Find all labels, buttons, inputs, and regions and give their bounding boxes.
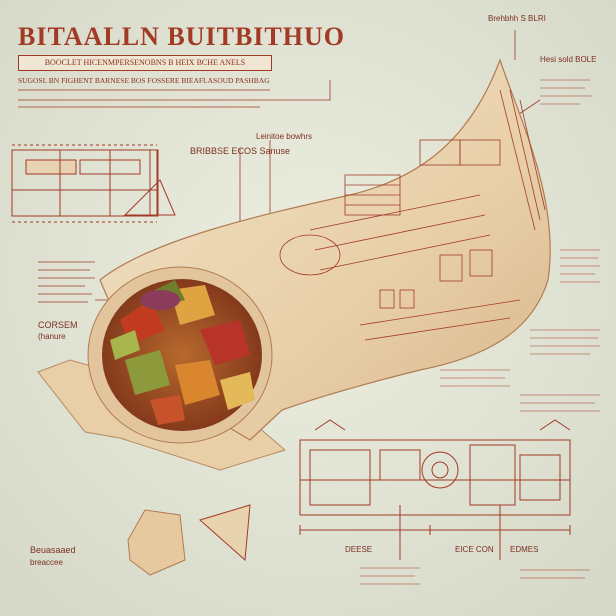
burrito-piece — [127, 509, 186, 576]
wrap-blueprint-marks — [279, 89, 546, 341]
header-rules — [18, 89, 290, 108]
label-bottom-left-2: breaccee — [30, 558, 63, 567]
label-dim-3: EDMES — [510, 545, 539, 554]
label-top-right-2: Hesi sold BOLE — [540, 55, 597, 64]
bottom-machine-drawing — [299, 419, 571, 560]
label-center-top: Leinitoe bowhrs — [256, 132, 313, 141]
label-top-right-1: Brehbhh S BLRI — [488, 14, 546, 23]
tortilla-wedge — [198, 504, 251, 562]
label-plan-title: BRIBBSE ECOS Sanuse — [190, 146, 291, 156]
label-dim-1: DEESE — [345, 545, 373, 554]
label-left-mid-2: (hanure — [38, 332, 66, 341]
title-banner: BOOCLET HICENMPERSENOBNS B HEIX BCHE ANE… — [18, 55, 272, 71]
label-left-mid-1: CORSEM — [38, 320, 78, 330]
page-title: BITAALLN BUITBITHUO — [18, 22, 345, 51]
label-bottom-left-1: Beuasaaed — [30, 545, 76, 555]
label-dim-2: EICE CON — [455, 545, 494, 554]
right-text-lines — [360, 79, 600, 585]
filling-ingredients — [110, 280, 255, 425]
left-plan-drawing — [11, 144, 176, 223]
subtitle-text: SUGOSL BN FIGHENT BARNESE BOS FOSSERE BI… — [18, 76, 270, 85]
left-text-lines — [38, 261, 95, 303]
